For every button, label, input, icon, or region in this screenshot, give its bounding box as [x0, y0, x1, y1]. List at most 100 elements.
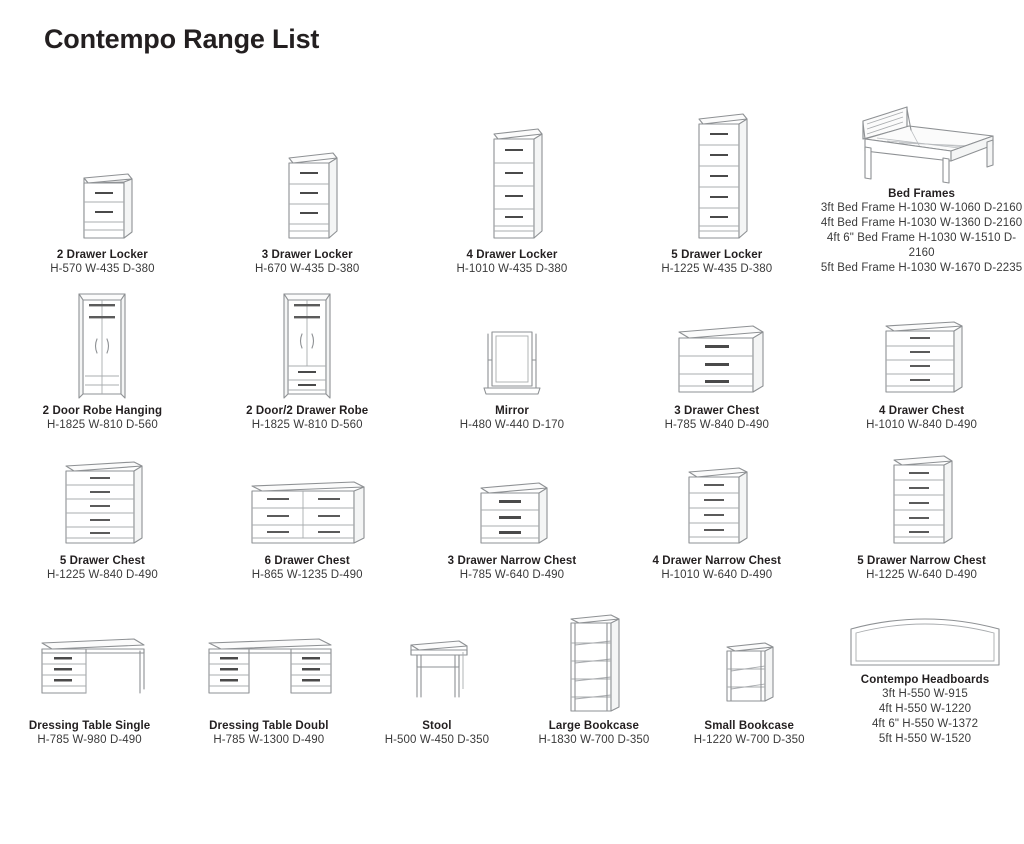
product-cell-4-drawer-chest[interactable]: 4 Drawer Chest H-1010 W-840 D-490 — [819, 276, 1024, 432]
product-name: Small Bookcase — [704, 719, 795, 732]
product-cell-5-drawer-locker[interactable]: 5 Drawer Locker H-1225 W-435 D-380 — [614, 96, 819, 276]
product-dims: H-785 W-980 D-490 — [37, 733, 142, 746]
product-name: Mirror — [495, 404, 529, 417]
product-cell-mirror[interactable]: Mirror H-480 W-440 D-170 — [410, 276, 615, 432]
product-cell-5-drawer-narrow-chest[interactable]: 5 Drawer Narrow Chest H-1225 W-640 D-490 — [819, 432, 1024, 582]
product-cell-dressing-table-single[interactable]: Dressing Table Single H-785 W-980 D-490 — [0, 582, 179, 747]
product-grid: 2 Drawer Locker H-570 W-435 D-380 — [0, 96, 1024, 747]
product-name: 2 Drawer Locker — [56, 248, 148, 261]
product-dims: H-1225 W-435 D-380 — [661, 262, 773, 275]
product-dims: H-1010 W-640 D-490 — [661, 568, 773, 581]
product-cell-3-drawer-narrow-chest[interactable]: 3 Drawer Narrow Chest H-785 W-640 D-490 — [410, 432, 615, 582]
product-name: 5 Drawer Locker — [671, 248, 763, 261]
product-cell-6-drawer-chest[interactable]: 6 Drawer Chest H-865 W-1235 D-490 — [205, 432, 410, 582]
product-cell-2-door-robe-hanging[interactable]: 2 Door Robe Hanging H-1825 W-810 D-560 — [0, 276, 205, 432]
caption: Mirror H-480 W-440 D-170 — [410, 404, 615, 432]
product-name: 2 Door/2 Drawer Robe — [246, 404, 369, 417]
product-cell-2-door-2-drawer-robe[interactable]: 2 Door/2 Drawer Robe H-1825 W-810 D-560 — [205, 276, 410, 432]
caption: 4 Drawer Locker H-1010 W-435 D-380 — [410, 248, 615, 276]
product-name: 4 Drawer Locker — [466, 248, 558, 261]
product-dims: H-570 W-435 D-380 — [50, 262, 155, 275]
product-row-2: 2 Door Robe Hanging H-1825 W-810 D-560 — [0, 276, 1024, 432]
chest-6-drawer-icon — [205, 432, 410, 554]
product-row-4: Dressing Table Single H-785 W-980 D-490 — [0, 582, 1024, 747]
product-dims: H-1225 W-640 D-490 — [866, 568, 978, 581]
product-cell-large-bookcase[interactable]: Large Bookcase H-1830 W-700 D-350 — [515, 582, 672, 747]
product-name: 5 Drawer Narrow Chest — [857, 554, 986, 567]
product-dims: H-785 W-840 D-490 — [664, 418, 769, 431]
bookcase-large-icon — [515, 582, 672, 719]
caption: 5 Drawer Locker H-1225 W-435 D-380 — [614, 248, 819, 276]
product-name: 3 Drawer Locker — [261, 248, 353, 261]
chest-3-drawer-icon — [614, 276, 819, 404]
product-name: 5 Drawer Chest — [59, 554, 145, 567]
caption: 2 Door/2 Drawer Robe H-1825 W-810 D-560 — [205, 404, 410, 432]
product-dims: H-785 W-640 D-490 — [459, 568, 565, 581]
product-name: 4 Drawer Chest — [879, 404, 965, 417]
product-dims: H-670 W-435 D-380 — [254, 262, 360, 275]
caption: Stool H-500 W-450 D-350 — [358, 719, 515, 747]
product-cell-bed-frames[interactable]: Bed Frames 3ft Bed Frame H-1030 W-1060 D… — [819, 96, 1024, 276]
product-name: 2 Door Robe Hanging — [42, 404, 163, 417]
product-dims: H-1825 W-810 D-560 — [46, 418, 158, 431]
dressing-table-single-icon — [0, 582, 179, 719]
product-name: Contempo Headboards — [860, 674, 990, 687]
caption: Large Bookcase H-1830 W-700 D-350 — [515, 719, 672, 747]
narrow-chest-5-drawer-icon — [819, 432, 1024, 554]
caption: Dressing Table Doubl H-785 W-1300 D-490 — [179, 719, 358, 747]
product-name: Dressing Table Doubl — [209, 719, 329, 732]
caption: 2 Drawer Locker H-570 W-435 D-380 — [0, 248, 205, 276]
caption: Dressing Table Single H-785 W-980 D-490 — [0, 719, 179, 747]
mirror-icon — [410, 276, 615, 404]
dressing-table-double-icon — [179, 582, 358, 719]
product-name: 3 Drawer Chest — [674, 404, 760, 417]
product-dims: H-1010 W-840 D-490 — [866, 418, 978, 431]
product-cell-3-drawer-locker[interactable]: 3 Drawer Locker H-670 W-435 D-380 — [205, 96, 410, 276]
product-dims: H-1225 W-840 D-490 — [46, 568, 158, 581]
caption: 3 Drawer Chest H-785 W-840 D-490 — [614, 404, 819, 432]
caption: Small Bookcase H-1220 W-700 D-350 — [672, 719, 826, 747]
product-name: Dressing Table Single — [28, 719, 151, 732]
locker-5-drawer-icon — [614, 96, 819, 248]
product-cell-dressing-table-double[interactable]: Dressing Table Doubl H-785 W-1300 D-490 — [179, 582, 358, 747]
product-dims: H-1830 W-700 D-350 — [538, 733, 650, 746]
product-cell-contempo-headboards[interactable]: Contempo Headboards 3ft H-550 W-915 4ft … — [826, 582, 1024, 747]
product-name: Large Bookcase — [548, 719, 640, 732]
product-cell-stool[interactable]: Stool H-500 W-450 D-350 — [358, 582, 515, 747]
caption: 3 Drawer Narrow Chest H-785 W-640 D-490 — [410, 554, 615, 582]
caption: 3 Drawer Locker H-670 W-435 D-380 — [205, 248, 410, 276]
product-dims: H-865 W-1235 D-490 — [251, 568, 363, 581]
caption: 6 Drawer Chest H-865 W-1235 D-490 — [205, 554, 410, 582]
locker-2-drawer-icon — [0, 96, 205, 248]
caption: Contempo Headboards 3ft H-550 W-915 4ft … — [826, 673, 1024, 747]
product-cell-5-drawer-chest[interactable]: 5 Drawer Chest H-1225 W-840 D-490 — [0, 432, 205, 582]
caption: 4 Drawer Narrow Chest H-1010 W-640 D-490 — [614, 554, 819, 582]
product-dims: H-785 W-1300 D-490 — [213, 733, 325, 746]
product-dims: 3ft H-550 W-915 4ft H-550 W-1220 4ft 6" … — [871, 688, 979, 746]
product-dims: H-1825 W-810 D-560 — [251, 418, 363, 431]
robe-2-door-hanging-icon — [0, 276, 205, 404]
locker-3-drawer-icon — [205, 96, 410, 248]
caption: Bed Frames 3ft Bed Frame H-1030 W-1060 D… — [819, 187, 1024, 276]
chest-4-drawer-icon — [819, 276, 1024, 404]
product-cell-3-drawer-chest[interactable]: 3 Drawer Chest H-785 W-840 D-490 — [614, 276, 819, 432]
caption: 5 Drawer Narrow Chest H-1225 W-640 D-490 — [819, 554, 1024, 582]
caption: 4 Drawer Chest H-1010 W-840 D-490 — [819, 404, 1024, 432]
page-title: Contempo Range List — [44, 24, 320, 54]
product-name: Bed Frames — [888, 188, 955, 201]
product-name: Stool — [422, 719, 452, 732]
product-name: 6 Drawer Chest — [264, 554, 350, 567]
product-cell-small-bookcase[interactable]: Small Bookcase H-1220 W-700 D-350 — [672, 582, 826, 747]
stool-icon — [358, 582, 515, 719]
product-cell-2-drawer-locker[interactable]: 2 Drawer Locker H-570 W-435 D-380 — [0, 96, 205, 276]
headboard-icon — [826, 582, 1024, 673]
bookcase-small-icon — [672, 582, 826, 719]
bed-frame-icon — [819, 96, 1024, 187]
product-dims: H-480 W-440 D-170 — [459, 418, 565, 431]
product-name: 4 Drawer Narrow Chest — [652, 554, 782, 567]
product-cell-4-drawer-narrow-chest[interactable]: 4 Drawer Narrow Chest H-1010 W-640 D-490 — [614, 432, 819, 582]
product-dims: H-1010 W-435 D-380 — [456, 262, 568, 275]
product-cell-4-drawer-locker[interactable]: 4 Drawer Locker H-1010 W-435 D-380 — [410, 96, 615, 276]
product-name: 3 Drawer Narrow Chest — [447, 554, 577, 567]
